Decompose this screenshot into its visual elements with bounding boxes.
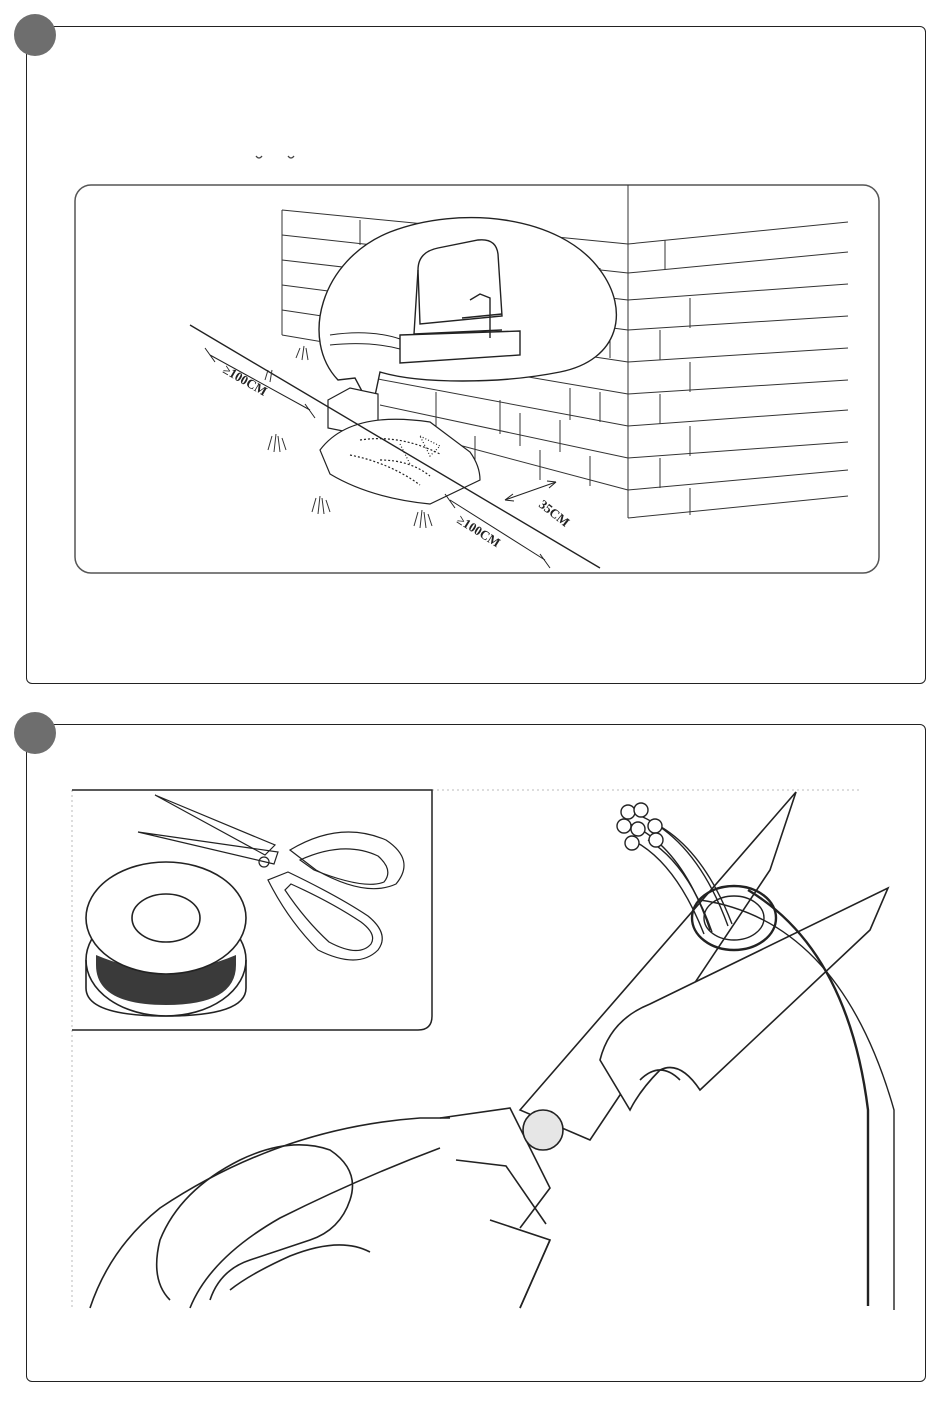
tools-inset	[72, 790, 432, 1030]
wire-spool-icon	[86, 862, 246, 1016]
scissors-large	[90, 792, 894, 1310]
cut-wire-illustration	[72, 790, 894, 1310]
pivot-screw	[523, 1110, 563, 1150]
detail-magnifier	[319, 218, 616, 410]
clearance-front-label: ≥100CM	[454, 512, 503, 550]
wall-distance-label: 35CM	[536, 497, 573, 530]
brick-wall-right	[628, 222, 848, 518]
charging-station	[320, 388, 480, 504]
installation-illustration: ≥100CM ≥100CM 35CM	[75, 156, 879, 573]
